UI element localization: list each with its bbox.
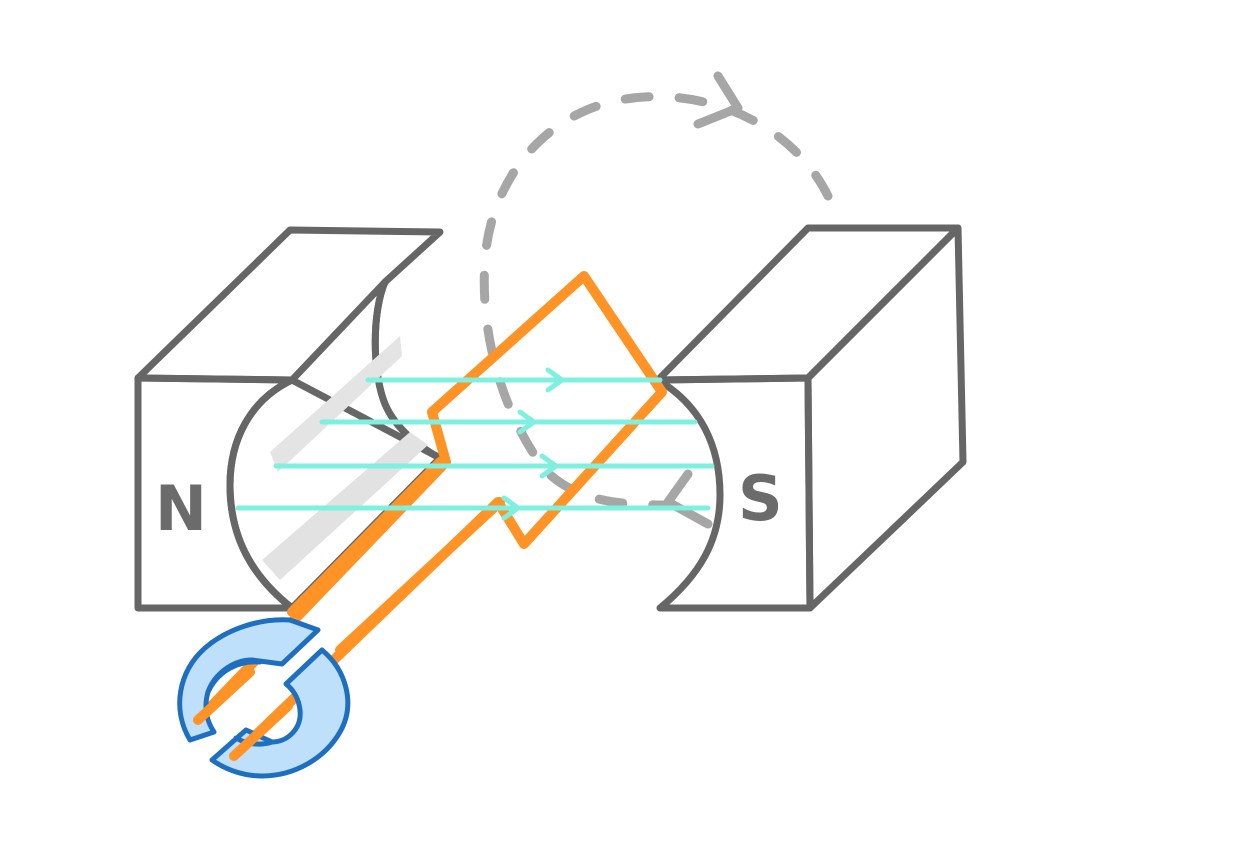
dashed-curved-arrow-icon [693,71,743,129]
rotation-arrow [479,71,833,529]
south-magnet-side-face [804,224,967,612]
south-magnet-front-face [654,374,814,612]
commutator-wires [193,667,293,761]
dashed-curved-arrow-icon [663,469,713,529]
north-magnet-highlight [270,336,402,472]
coil-lead-wire [335,497,505,655]
rotation-path [479,92,833,510]
commutator [177,617,351,779]
south-pole-label: S [738,462,783,535]
south-magnet-top-face [654,224,962,384]
right-arrow-icon [517,409,539,435]
north-pole-label: N [155,472,207,545]
commutator-segment-upper [177,617,321,743]
right-arrow-icon [539,453,561,479]
magnetic-field-lines [235,367,715,521]
north-magnet: N [134,226,444,612]
coil-lead-wire [193,667,255,725]
right-arrow-icon [501,495,523,521]
coil-lead-wire [287,457,445,617]
right-arrow-icon [545,367,567,393]
coil-loop [193,271,667,761]
coil-lead-wire [229,701,293,761]
coil-wire [193,271,667,761]
south-magnet: S [654,224,967,612]
